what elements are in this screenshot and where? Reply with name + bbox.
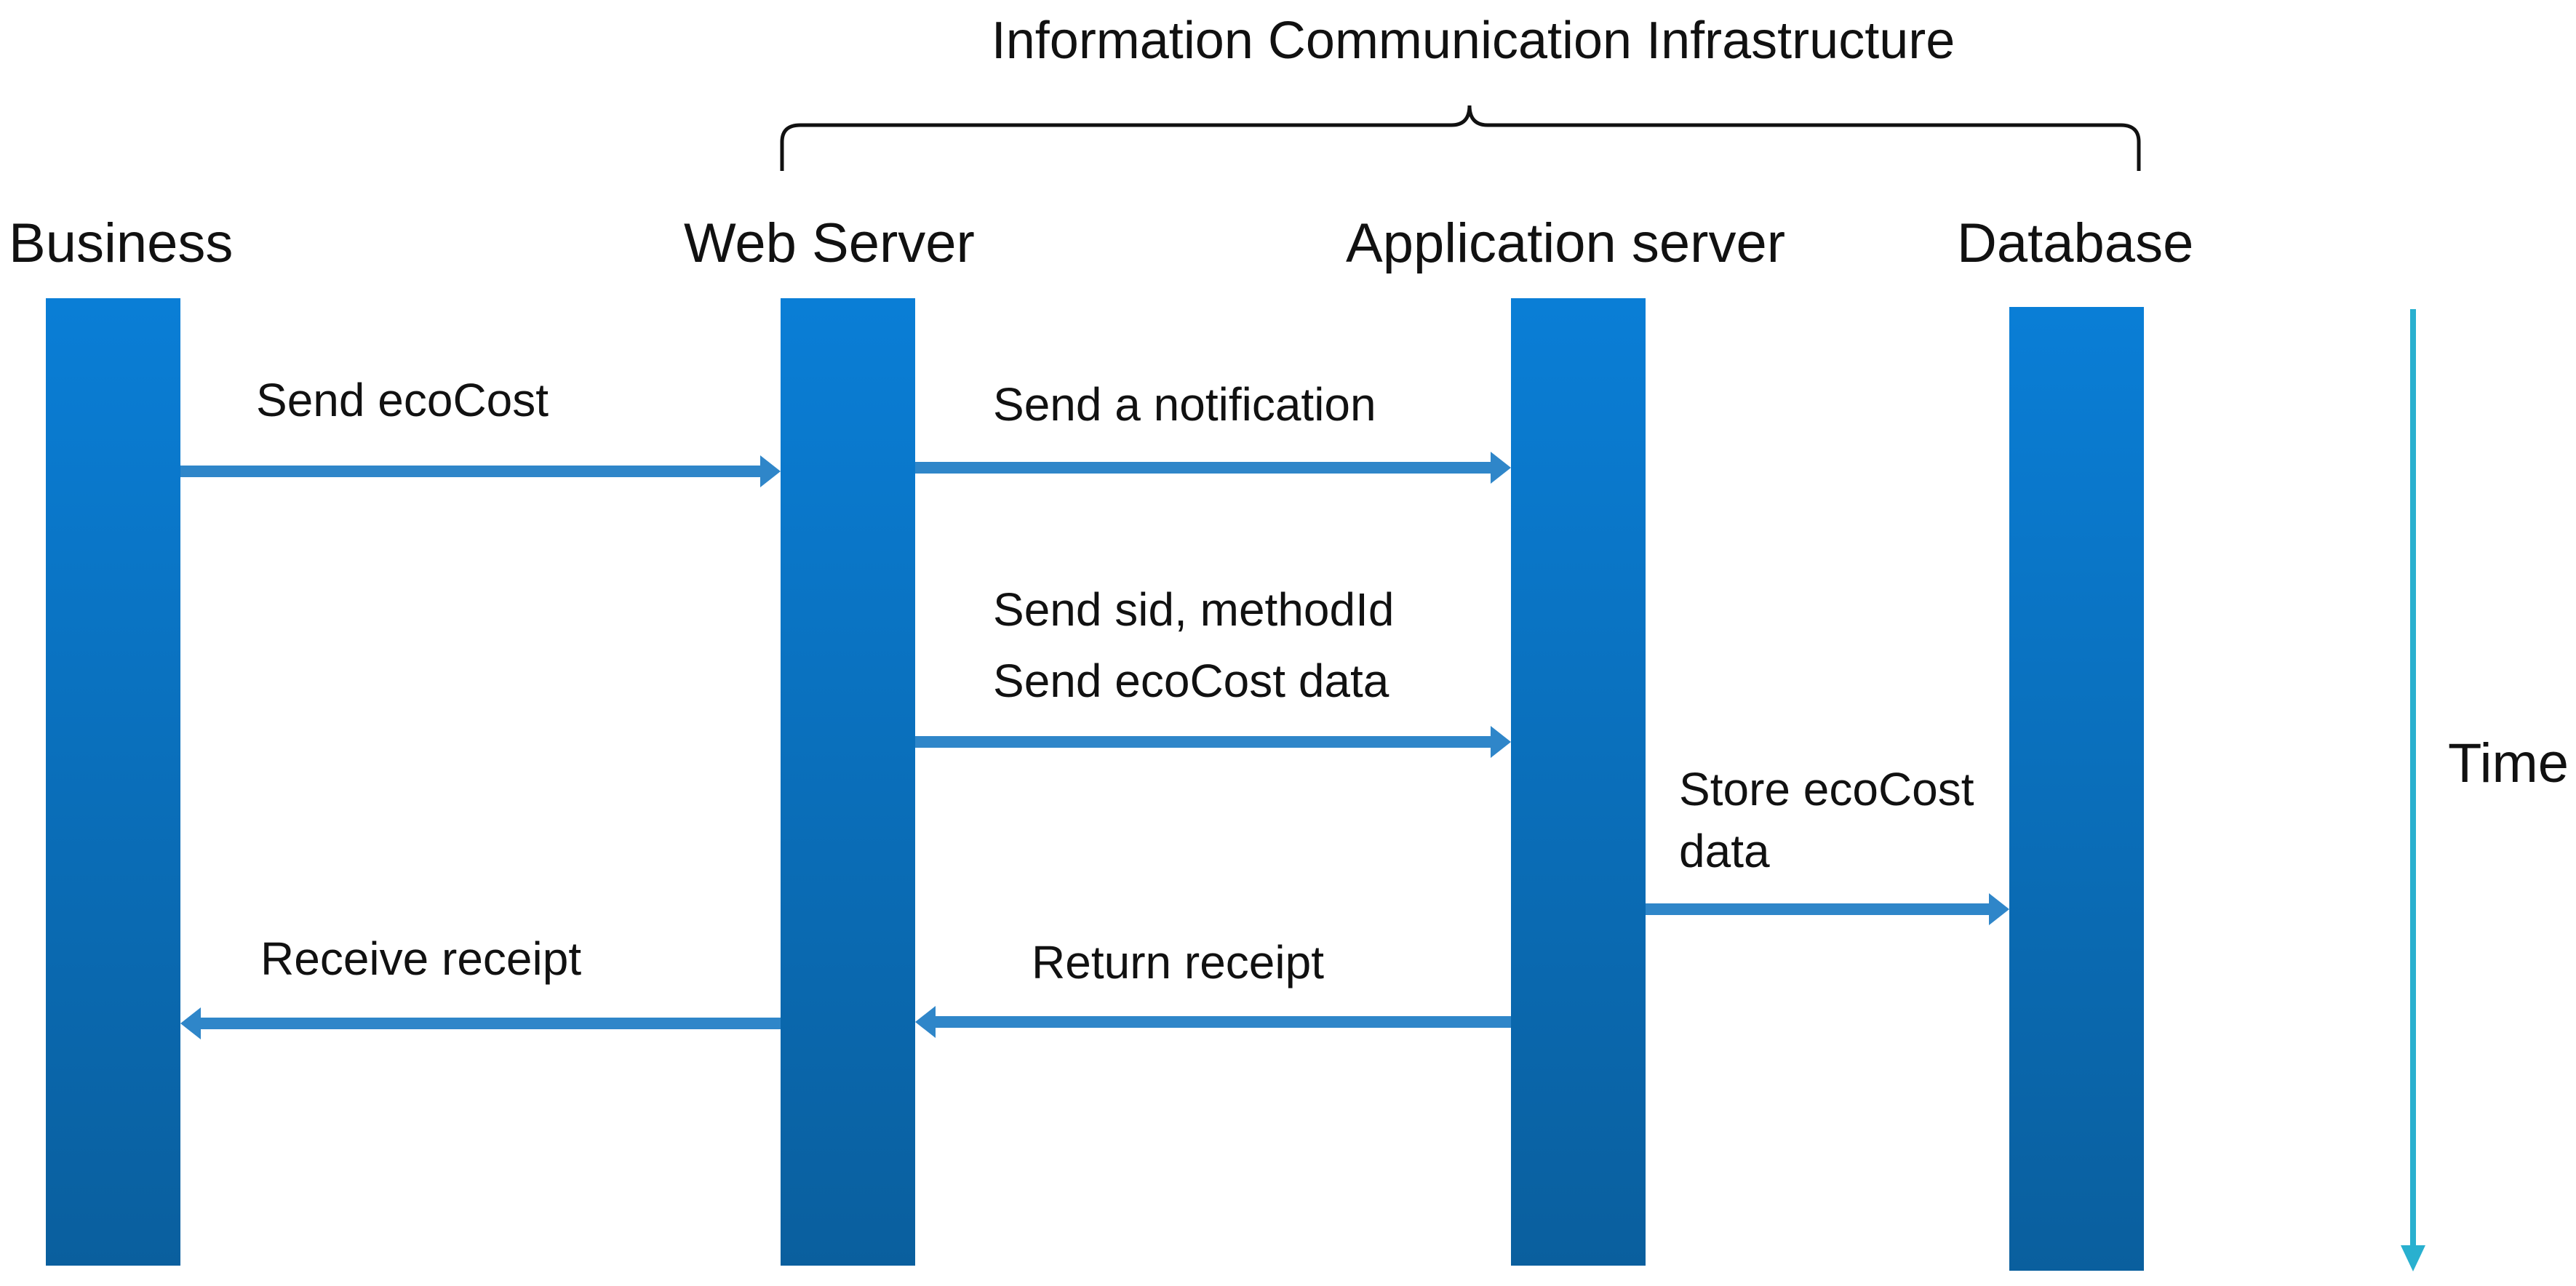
participant-label-business: Business <box>9 212 233 274</box>
participant-label-application-server: Application server <box>1346 212 1785 274</box>
message-label-line-2: data <box>1679 825 1770 877</box>
lifeline-web-server <box>781 298 915 1266</box>
lifeline-business <box>46 298 180 1266</box>
message-label-line-2: Send ecoCost data <box>993 655 1389 707</box>
message-label: Return receipt <box>1032 936 1324 989</box>
time-axis-arrow <box>2401 309 2425 1271</box>
message-arrow-send-notification <box>915 452 1511 484</box>
lifeline-application-server <box>1511 298 1646 1266</box>
message-label: Send a notification <box>993 378 1376 431</box>
message-arrow-send-ecocost-data <box>915 726 1511 758</box>
message-label-line-1: Send sid, methodId <box>993 583 1394 636</box>
message-label: Send ecoCost <box>256 374 549 426</box>
message-label: Receive receipt <box>260 932 581 985</box>
message-arrow-receive-receipt <box>180 1007 781 1039</box>
message-arrow-store-ecocost-data <box>1646 893 2009 925</box>
group-label: Information Communication Infrastructure <box>992 12 1955 70</box>
message-arrow-send-ecocost <box>180 455 781 487</box>
participant-label-database: Database <box>1957 212 2193 274</box>
time-axis-label: Time <box>2448 732 2569 794</box>
participant-label-web-server: Web Server <box>684 212 975 274</box>
message-label-line-1: Store ecoCost <box>1679 763 1974 815</box>
group-brace <box>780 105 2141 171</box>
lifeline-database <box>2009 307 2144 1271</box>
message-arrow-return-receipt <box>915 1006 1511 1038</box>
